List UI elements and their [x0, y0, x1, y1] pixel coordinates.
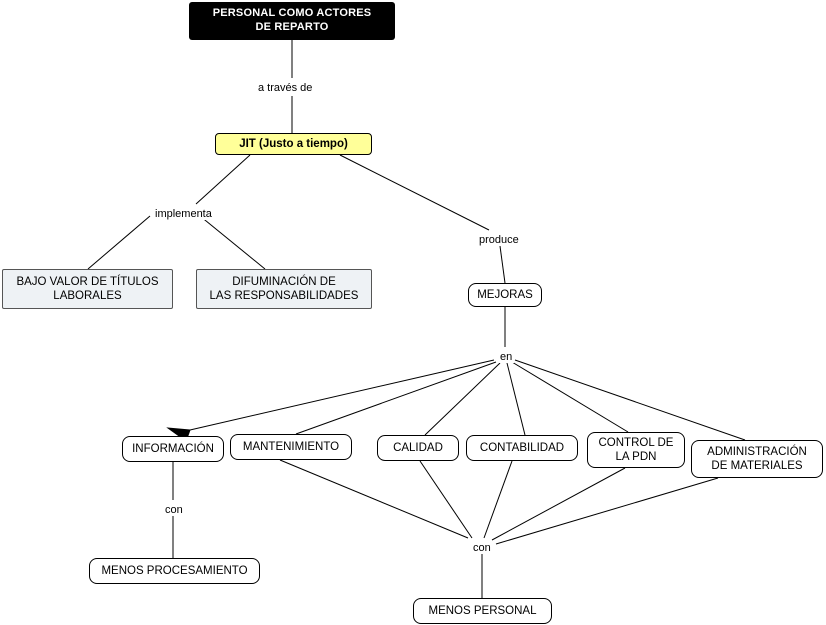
node-label: DIFUMINACIÓN DE LAS RESPONSABILIDADES	[209, 275, 359, 302]
link-label-implementa: implementa	[153, 208, 214, 220]
node-label: BAJO VALOR DE TÍTULOS LABORALES	[16, 275, 159, 302]
edges	[87, 40, 746, 598]
node-label: MENOS PERSONAL	[428, 604, 537, 617]
node-label: CONTABILIDAD	[479, 441, 565, 454]
link-label-a-traves-de: a través de	[256, 82, 315, 94]
edge-en-administracion	[514, 359, 746, 441]
node-label: PERSONAL COMO ACTORES DE REPARTO	[212, 7, 372, 33]
edge-produce-mejoras	[499, 245, 506, 284]
edge-en-controlpdn	[511, 361, 629, 433]
node-label: MANTENIMIENTO	[242, 440, 340, 453]
node-label: INFORMACIÓN	[132, 442, 214, 455]
edge-en-calidad	[424, 362, 501, 436]
node-menos-procesamiento[interactable]: MENOS PROCESAMIENTO	[89, 558, 260, 584]
edge-jit-produce	[339, 154, 490, 231]
node-calidad[interactable]: CALIDAD	[377, 435, 459, 461]
node-label: CONTROL DE LA PDN	[598, 436, 674, 463]
edge-en-mantenimiento	[295, 361, 497, 435]
edge-implementa-bajovalor	[87, 215, 151, 270]
edge-administracion-con2	[495, 477, 719, 545]
edge-controlpdn-con2	[491, 467, 626, 541]
node-menos-personal[interactable]: MENOS PERSONAL	[413, 598, 552, 624]
link-label-con-menos-personal: con	[471, 542, 493, 554]
node-contabilidad[interactable]: CONTABILIDAD	[466, 435, 578, 461]
edge-en-informacion	[189, 359, 495, 431]
link-label-produce: produce	[477, 234, 521, 246]
edge-calidad-con2	[419, 460, 473, 539]
node-bajo-valor-de-titulos-laborales[interactable]: BAJO VALOR DE TÍTULOS LABORALES	[2, 269, 173, 309]
node-mejoras[interactable]: MEJORAS	[468, 283, 542, 307]
node-label: MEJORAS	[477, 288, 533, 301]
edge-mantenimiento-con2	[279, 459, 469, 539]
node-jit-justo-a-tiempo[interactable]: JIT (Justo a tiempo)	[215, 133, 372, 155]
node-label: CALIDAD	[393, 441, 443, 454]
node-mantenimiento[interactable]: MANTENIMIENTO	[230, 434, 352, 460]
node-personal-como-actores-de-reparto[interactable]: PERSONAL COMO ACTORES DE REPARTO	[189, 2, 395, 40]
node-label: MENOS PROCESAMIENTO	[101, 564, 248, 577]
link-label-en: en	[498, 351, 515, 363]
edge-en-contabilidad	[506, 362, 526, 436]
node-informacion[interactable]: INFORMACIÓN	[122, 436, 224, 462]
node-administracion-de-materiales[interactable]: ADMINISTRACIÓN DE MATERIALES	[691, 440, 823, 478]
node-label: ADMINISTRACIÓN DE MATERIALES	[707, 445, 807, 472]
link-label-con-informacion: con	[163, 504, 185, 516]
edge-implementa-difuminacion	[199, 215, 266, 270]
node-difuminacion-de-las-responsabilidades[interactable]: DIFUMINACIÓN DE LAS RESPONSABILIDADES	[196, 269, 372, 309]
edge-contabilidad-con2	[483, 460, 513, 539]
node-label: JIT (Justo a tiempo)	[239, 137, 348, 150]
edge-jit-implementa	[195, 154, 251, 205]
node-control-de-la-pdn[interactable]: CONTROL DE LA PDN	[587, 432, 685, 468]
